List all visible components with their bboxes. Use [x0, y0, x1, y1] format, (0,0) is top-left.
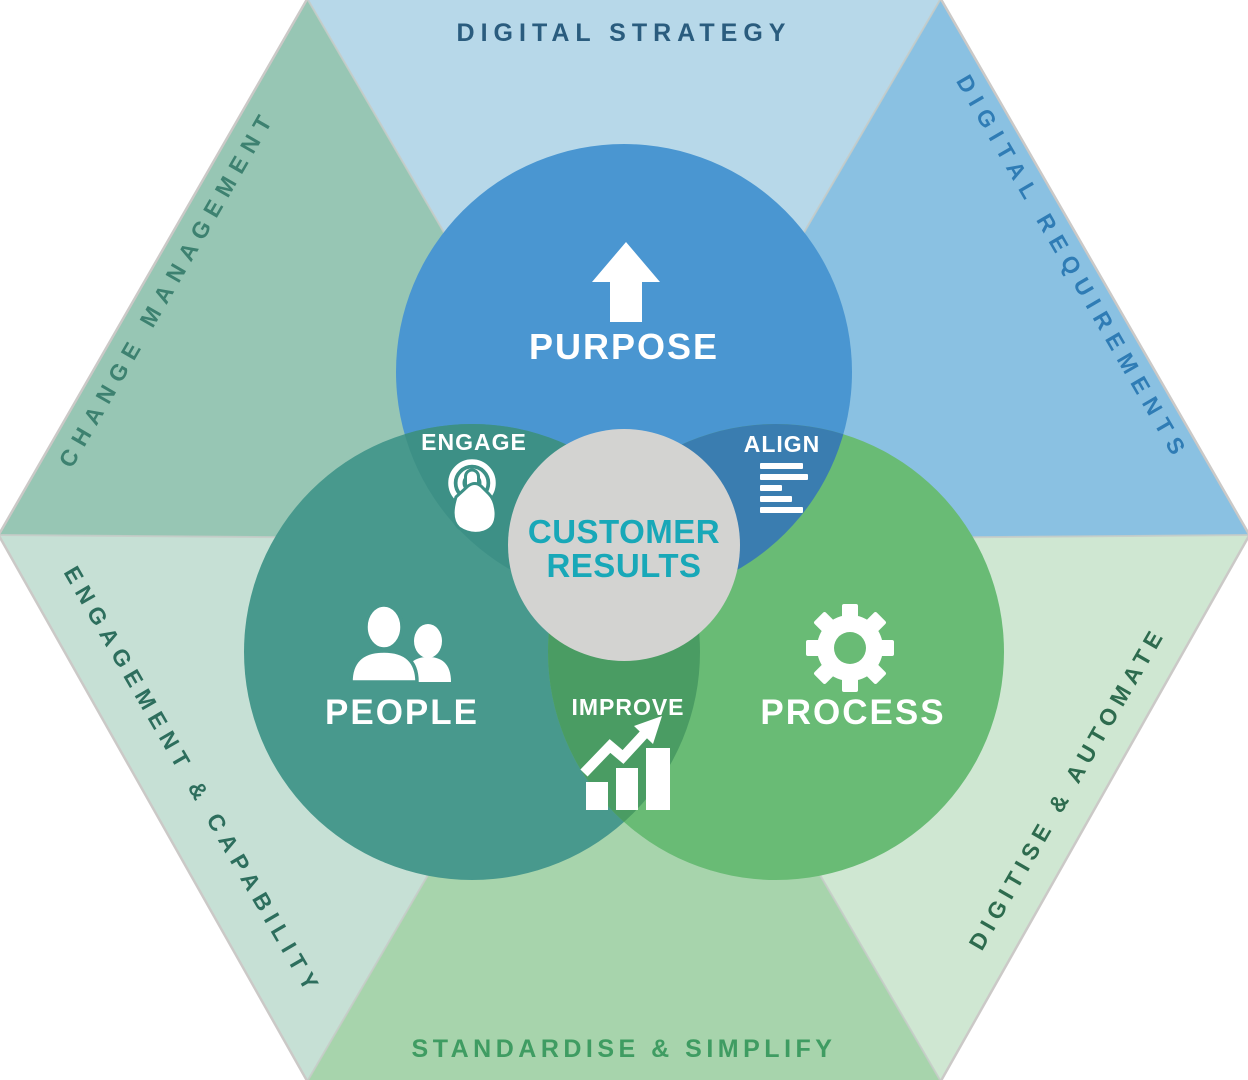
- customer-results-circle: [508, 429, 740, 661]
- label-digital-strategy: DIGITAL STRATEGY: [457, 19, 792, 47]
- tap-icon: [448, 459, 498, 535]
- align-label: ALIGN: [744, 431, 821, 457]
- align-overlap-region: [548, 424, 852, 600]
- purpose-label: PURPOSE: [529, 326, 719, 367]
- people-icon: [349, 603, 451, 684]
- customer-results-line1: CUSTOMER: [528, 513, 720, 550]
- customer-results-line2: RESULTS: [546, 547, 701, 584]
- arrow-up-icon: [592, 242, 660, 322]
- improve-label: IMPROVE: [571, 694, 684, 720]
- align-lines-icon: [760, 463, 808, 513]
- people-label: PEOPLE: [325, 693, 479, 732]
- engage-overlap-region: [396, 424, 700, 600]
- engage-label: ENGAGE: [421, 429, 527, 455]
- process-label: PROCESS: [760, 693, 945, 732]
- label-standardise-simplify: STANDARDISE & SIMPLIFY: [412, 1035, 837, 1063]
- gear-icon: [806, 604, 894, 692]
- growth-chart-icon: [580, 716, 670, 810]
